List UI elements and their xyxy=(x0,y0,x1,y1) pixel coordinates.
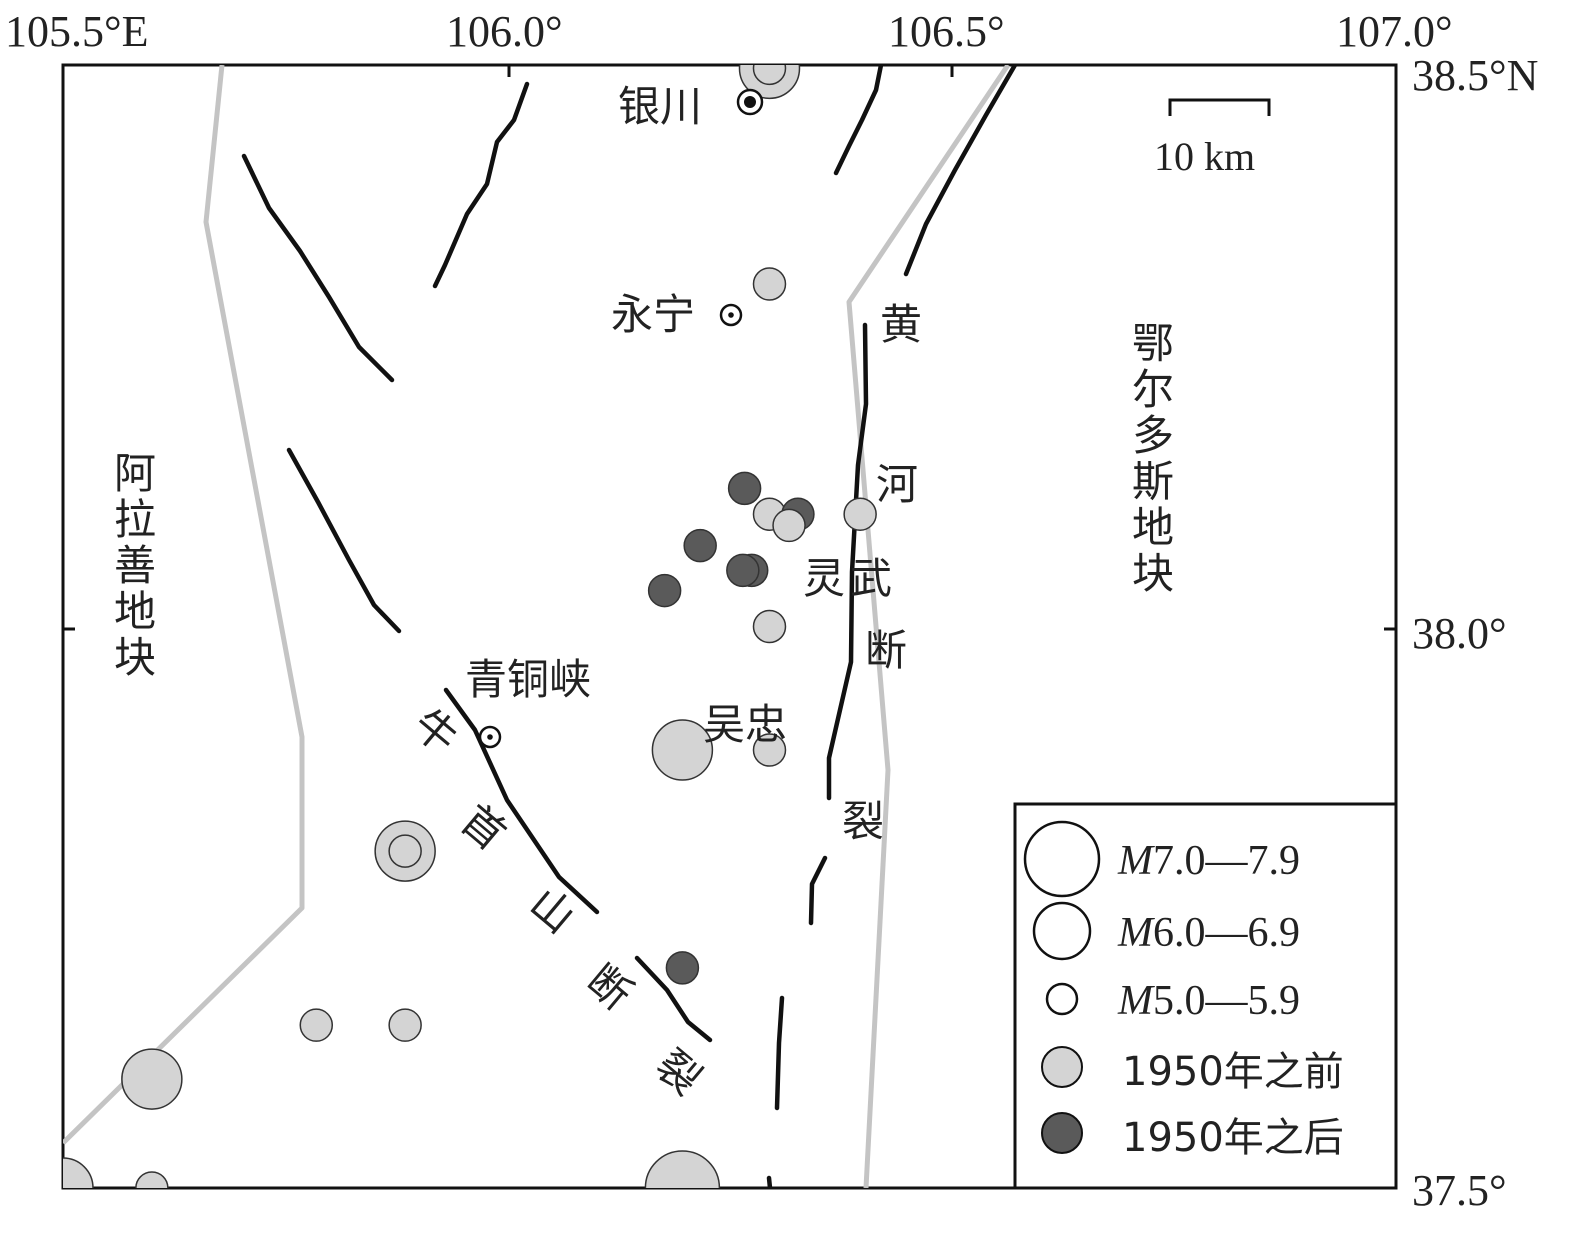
earthquake-marker xyxy=(683,528,717,563)
top-tick-label-107-0: 107.0° xyxy=(1336,7,1453,56)
legend-symbol-light-fill xyxy=(1041,1046,1083,1088)
fault-label-char: 裂 xyxy=(842,797,884,846)
yinchuan-capital-marker xyxy=(736,88,764,116)
earthquake-marker xyxy=(752,733,787,767)
legend-symbol-dark-fill xyxy=(1041,1112,1083,1154)
earthquake-marker xyxy=(752,609,787,644)
legend-item-m6: M6.0—6.9 xyxy=(1032,901,1300,961)
legend-label-m7: M7.0—7.9 xyxy=(1117,838,1300,884)
fault-trace xyxy=(432,81,530,289)
lingwu-fault-trace xyxy=(826,322,869,801)
fault-trace xyxy=(833,65,884,176)
legend-item-after-1950: 1950年之后 xyxy=(1041,1112,1344,1161)
scale-bar-label: 10 km xyxy=(1154,134,1255,179)
fault-trace xyxy=(241,153,395,383)
legend-label-m5: M5.0—5.9 xyxy=(1117,978,1300,1024)
wuzhong-label: 吴忠 xyxy=(703,700,787,749)
right-tick-label-37-5: 37.5° xyxy=(1412,1166,1507,1215)
earthquake-marker xyxy=(726,553,760,588)
niushoushan-fault-trace xyxy=(634,955,713,1043)
legend: M7.0—7.9 M6.0—6.9 M5.0—5.9 1950年之前 1950年… xyxy=(1013,802,1398,1190)
ordos-block-label: 鄂尔多斯地块 xyxy=(1126,321,1175,597)
earthquake-marker xyxy=(388,834,422,868)
earthquake-marker xyxy=(63,1157,94,1188)
legend-symbol-small-circle xyxy=(1045,982,1079,1016)
yinchuan-label: 银川 xyxy=(618,82,702,131)
yongning-label: 永宁 xyxy=(611,290,695,339)
earthquake-marker xyxy=(135,1171,169,1188)
earthquake-marker xyxy=(727,471,762,506)
earthquake-marker xyxy=(388,1008,422,1042)
earthquake-marker xyxy=(644,1150,721,1188)
top-tick-label-105-5: 105.5°E xyxy=(5,7,148,56)
ordos-block-boundary xyxy=(846,65,1011,1188)
lingwu-fault-label: 灵 武 断 裂 xyxy=(803,554,907,846)
qingtongxia-label: 青铜峡 xyxy=(465,655,591,704)
alashan-block-label: 阿拉善地块 xyxy=(108,451,157,681)
top-tick-label-106-0: 106.0° xyxy=(446,7,563,56)
alashan-block-boundary xyxy=(63,65,305,1145)
earthquake-marker xyxy=(843,497,877,531)
earthquake-marker xyxy=(772,508,806,543)
fault-label-char: 武 xyxy=(850,554,892,603)
top-tick-label-106-5: 106.5° xyxy=(888,7,1005,56)
fault-trace xyxy=(903,65,1018,277)
earthquake-marker xyxy=(647,573,682,608)
earthquake-marker xyxy=(121,1048,183,1110)
earthquake-marker xyxy=(299,1008,334,1042)
block-boundaries xyxy=(63,65,1011,1188)
yellow-river-fault-label: 黄 河 xyxy=(876,300,922,509)
earthquake-marker xyxy=(752,267,787,301)
legend-item-before-1950: 1950年之前 xyxy=(1041,1046,1344,1095)
axis-ticks xyxy=(63,65,1396,631)
earthquake-marker xyxy=(651,719,714,781)
yongning-city-marker xyxy=(719,303,743,327)
legend-label-after-1950: 1950年之后 xyxy=(1122,1115,1344,1161)
lingwu-fault-trace xyxy=(766,1175,773,1188)
lingwu-fault-trace xyxy=(774,995,785,1111)
niushoushan-fault-trace xyxy=(443,687,600,915)
scale-bar: 10 km xyxy=(1154,98,1271,179)
city-markers xyxy=(478,88,764,749)
right-tick-label-38-0: 38.0° xyxy=(1412,609,1507,658)
legend-symbol-medium-circle xyxy=(1032,901,1092,961)
legend-label-m6: M6.0—6.9 xyxy=(1117,910,1300,956)
right-tick-label-38-5: 38.5°N xyxy=(1412,51,1538,100)
fault-label-char: 灵 xyxy=(803,554,845,603)
earthquake-marker xyxy=(752,65,787,86)
fault-label-char: 河 xyxy=(876,460,918,509)
legend-label-before-1950: 1950年之前 xyxy=(1122,1049,1344,1095)
faults xyxy=(241,65,1018,1188)
fault-label-char: 黄 xyxy=(880,300,922,349)
lingwu-fault-trace xyxy=(808,855,828,926)
earthquake-marker xyxy=(665,951,700,985)
qingtongxia-city-marker xyxy=(478,725,502,749)
legend-item-m5: M5.0—5.9 xyxy=(1045,978,1300,1024)
legend-symbol-large-circle xyxy=(1023,820,1101,898)
fault-trace xyxy=(286,447,402,634)
fault-label-char: 断 xyxy=(865,626,907,675)
legend-item-m7: M7.0—7.9 xyxy=(1023,820,1300,898)
